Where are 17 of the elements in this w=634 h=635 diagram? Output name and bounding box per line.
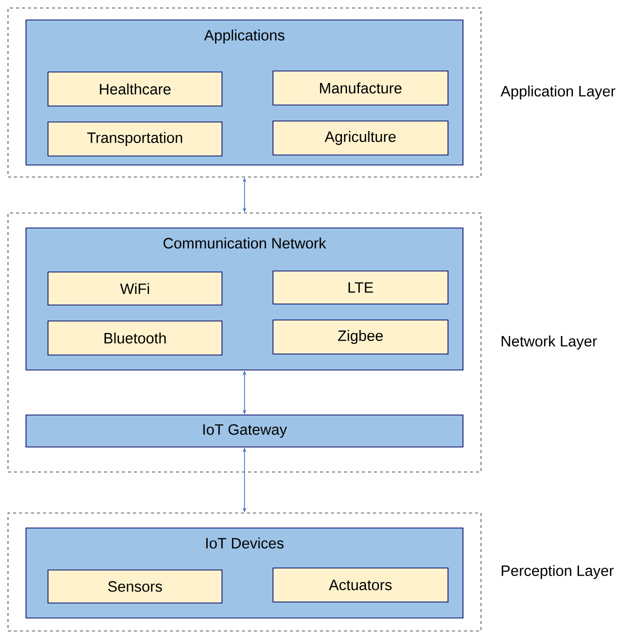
item-box: Zigbee: [272, 320, 448, 354]
bar-box: IoT Gateway: [26, 414, 464, 448]
item-box: Sensors: [48, 570, 222, 604]
item-box: Bluetooth: [48, 320, 222, 356]
layer-frame: [8, 8, 482, 178]
layer-frame: [8, 512, 482, 632]
item-box: Transportation: [48, 122, 222, 156]
layer-label: Network Layer: [502, 336, 597, 350]
item-box: Actuators: [272, 568, 448, 602]
layer-label: Perception Layer: [502, 565, 614, 579]
layer-frame: [8, 212, 482, 472]
item-box: WiFi: [48, 272, 222, 306]
item-box: Healthcare: [48, 72, 222, 106]
item-box: Manufacture: [272, 70, 448, 106]
layer-label: Application Layer: [500, 86, 616, 100]
item-box: Agriculture: [272, 120, 448, 156]
item-box: LTE: [272, 270, 448, 304]
